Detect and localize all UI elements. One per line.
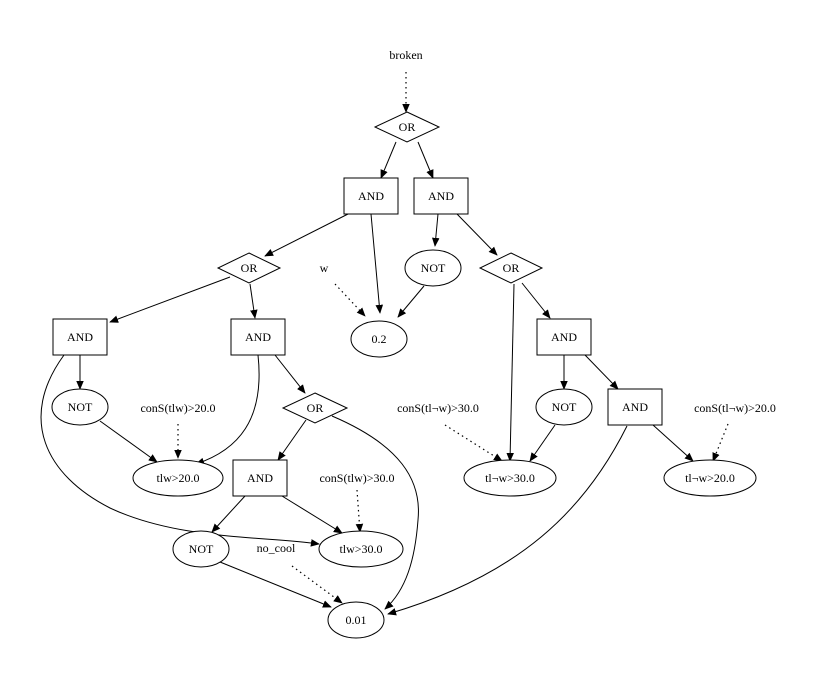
edge-cons-tlw30 — [355, 489, 364, 533]
label-cons-tlw30: conS(tlw)>30.0 — [319, 471, 394, 485]
edge-and-f-tlnw20 — [652, 424, 694, 462]
or-node-right: OR — [478, 252, 544, 284]
svg-text:OR: OR — [503, 261, 520, 275]
edge-or-right-and-e — [521, 282, 551, 319]
edge-cons-tlnw20 — [712, 423, 729, 462]
edge-or-left-and-d — [249, 283, 258, 319]
edge-and-c-tlw30 — [40, 354, 320, 547]
edge-and-b-not-b — [431, 213, 440, 247]
condition-node-tlw20: tlw>20.0 — [132, 459, 224, 497]
svg-text:tlw>30.0: tlw>30.0 — [339, 542, 382, 556]
nodes: broken w conS(tlw)>20.0 conS(tl¬w)>30.0 … — [51, 48, 776, 639]
value-node-0.2: 0.2 — [350, 320, 408, 358]
edge-not-c-tlw20 — [99, 420, 158, 463]
svg-text:AND: AND — [245, 330, 271, 344]
svg-text:tl¬w>20.0: tl¬w>20.0 — [685, 471, 735, 485]
condition-node-tlw30: tlw>30.0 — [318, 530, 404, 568]
edge-and-a-or-left — [264, 212, 351, 257]
edge-not-g-0.01 — [219, 561, 332, 608]
and-node-e: AND — [536, 318, 592, 356]
edge-or-mid-and-g — [277, 419, 307, 461]
edge-not-e-tlnw30 — [529, 424, 556, 462]
svg-text:NOT: NOT — [189, 542, 214, 556]
not-node-g: NOT — [172, 530, 230, 568]
label-cons-tlnw30: conS(tl¬w)>30.0 — [397, 401, 479, 415]
edge-and-g-not-g — [211, 495, 246, 533]
and-node-g: AND — [232, 459, 288, 497]
edge-and-d-or-mid — [274, 354, 306, 394]
svg-text:OR: OR — [241, 261, 258, 275]
edges — [40, 72, 729, 616]
svg-text:AND: AND — [247, 471, 273, 485]
svg-text:AND: AND — [67, 330, 93, 344]
and-node-c: AND — [52, 318, 108, 356]
svg-text:tlw>20.0: tlw>20.0 — [156, 471, 199, 485]
edge-and-b-or-right — [456, 213, 498, 256]
edge-or-right-tlnw30 — [506, 283, 515, 462]
edge-and-g-tlw30 — [281, 495, 343, 534]
value-node-0.01: 0.01 — [327, 601, 385, 639]
condition-node-tlnw20: tl¬w>20.0 — [663, 459, 757, 497]
svg-text:NOT: NOT — [68, 400, 93, 414]
and-node-d: AND — [230, 318, 286, 356]
label-cons-tlnw20: conS(tl¬w)>20.0 — [694, 401, 776, 415]
not-node-b: NOT — [404, 249, 462, 287]
edge-not-b-0.2 — [397, 285, 425, 318]
label-cons-tlw20: conS(tlw)>20.0 — [140, 401, 215, 415]
label-broken: broken — [389, 48, 422, 62]
and-node-f: AND — [607, 388, 663, 426]
not-node-c: NOT — [51, 388, 109, 426]
or-node-top: OR — [373, 111, 441, 143]
edge-or-left-and-c — [109, 276, 231, 323]
edge-w-to-0.2 — [334, 283, 366, 317]
edge-and-e-and-f — [584, 354, 619, 390]
condition-node-tlnw30: tl¬w>30.0 — [463, 459, 557, 497]
svg-text:OR: OR — [399, 120, 416, 134]
and-node-a: AND — [343, 177, 399, 215]
svg-text:tl¬w>30.0: tl¬w>30.0 — [485, 471, 535, 485]
label-no-cool: no_cool — [257, 541, 296, 555]
not-node-e: NOT — [535, 388, 593, 426]
svg-text:NOT: NOT — [421, 261, 446, 275]
svg-text:AND: AND — [358, 189, 384, 203]
edge-cons-tlnw30 — [444, 424, 503, 462]
svg-text:AND: AND — [551, 330, 577, 344]
edge-or-mid-0.01 — [331, 415, 419, 610]
edge-and-f-0.01 — [387, 425, 628, 616]
svg-text:0.2: 0.2 — [372, 332, 387, 346]
svg-text:OR: OR — [307, 401, 324, 415]
or-node-mid: OR — [281, 392, 349, 424]
svg-text:0.01: 0.01 — [346, 613, 367, 627]
svg-text:AND: AND — [622, 400, 648, 414]
edge-or-top-and-a — [380, 141, 397, 179]
svg-text:AND: AND — [428, 189, 454, 203]
svg-text:NOT: NOT — [552, 400, 577, 414]
or-node-left: OR — [216, 252, 282, 284]
edge-and-a-0.2 — [370, 213, 384, 314]
label-w: w — [320, 261, 329, 275]
edge-and-d-tlw20 — [195, 354, 260, 466]
and-node-b: AND — [413, 177, 469, 215]
edge-no-cool — [291, 565, 343, 604]
edge-or-top-and-b — [417, 141, 434, 179]
